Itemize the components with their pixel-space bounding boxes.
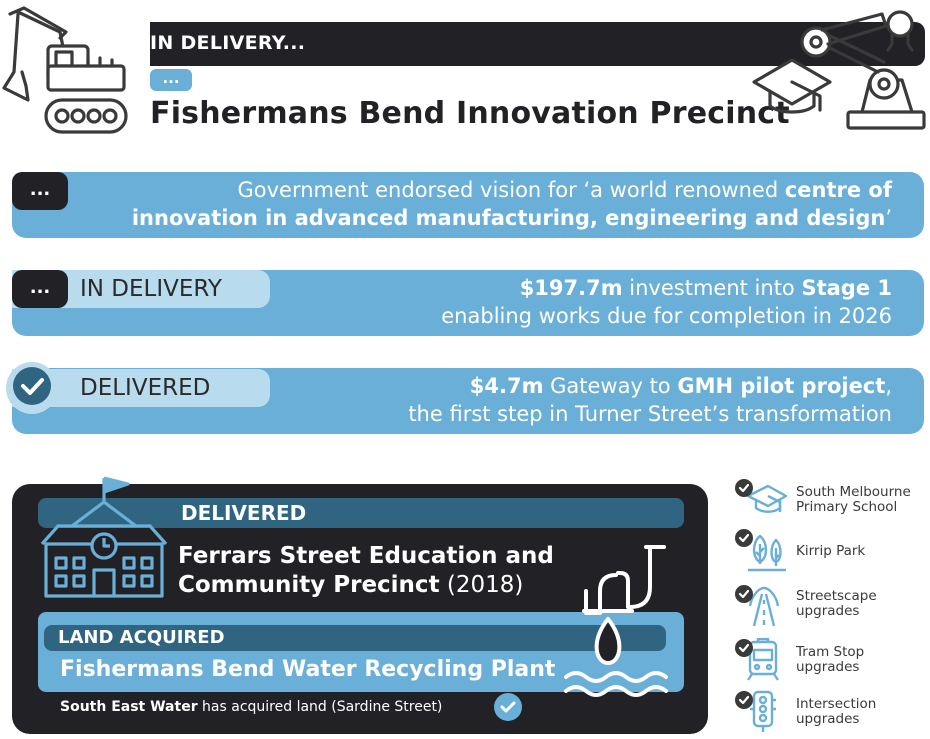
- side-item-line1: South Melbourne: [796, 484, 911, 500]
- side-item-line2: Primary School: [796, 499, 898, 515]
- stage1-line2: enabling works due for completion in 202…: [441, 304, 892, 328]
- side-item-intersection: Intersection upgrades: [734, 690, 930, 734]
- excavator-icon: [0, 2, 135, 134]
- side-item-park: Kirrip Park: [734, 528, 930, 572]
- side-item-line2: upgrades: [796, 603, 860, 619]
- side-item-line1: Kirrip Park: [796, 543, 866, 559]
- gmh-line1-mid: Gateway to: [543, 374, 678, 398]
- ferrars-title-line1: Ferrars Street Education and: [178, 543, 554, 569]
- side-item-line2: upgrades: [796, 659, 860, 675]
- gmh-line2: the first step in Turner Street’s transf…: [408, 402, 892, 426]
- vision-line1-bold: centre of: [784, 178, 892, 202]
- side-item-streetscape: Streetscape upgrades: [734, 584, 930, 628]
- ferrars-title: Ferrars Street Education and Community P…: [178, 542, 554, 600]
- tram-icon: [735, 638, 779, 681]
- vision-line1-text: Government endorsed vision for ‘a world …: [237, 178, 785, 202]
- vision-dots-badge: ...: [12, 172, 68, 210]
- gmh-status-label: DELIVERED: [80, 375, 211, 401]
- vision-text: Government endorsed vision for ‘a world …: [132, 176, 892, 232]
- page-title: Fishermans Bend Innovation Precinct: [150, 96, 790, 131]
- side-item-line1: Intersection: [796, 696, 877, 712]
- water-pipe-icon: [560, 545, 680, 705]
- side-item-line2: upgrades: [796, 711, 860, 727]
- side-item-tram: Tram Stop upgrades: [734, 638, 930, 682]
- stage1-line1-bold: Stage 1: [801, 276, 892, 300]
- header-kicker: IN DELIVERY...: [150, 32, 306, 54]
- vision-line2-bold: innovation in advanced manufacturing, en…: [131, 206, 886, 230]
- stage1-status-label: IN DELIVERY: [80, 276, 222, 302]
- vision-line2-end: ’: [885, 206, 892, 230]
- school-icon: [38, 474, 170, 602]
- trees-icon: [735, 529, 786, 572]
- graduation-cap-icon: [735, 479, 788, 513]
- header-bar: [150, 22, 925, 66]
- stage1-line1-mid: investment into: [622, 276, 802, 300]
- water-plant-title: Fishermans Bend Water Recycling Plant: [60, 657, 556, 682]
- gmh-line1-end: ,: [885, 374, 892, 398]
- ferrars-year: (2018): [439, 572, 524, 598]
- ferrars-title-line2: Community Precinct: [178, 572, 440, 598]
- stage1-text: $197.7m investment into Stage 1 enabling…: [441, 274, 892, 330]
- water-note-bold: South East Water: [60, 699, 198, 715]
- check-circle-icon: [6, 362, 58, 414]
- side-item-school: South Melbourne Primary School: [734, 478, 930, 522]
- water-status-strip: LAND ACQUIRED: [44, 625, 666, 651]
- robot-arm-icon: [752, 4, 930, 132]
- gmh-amount: $4.7m: [469, 374, 544, 398]
- ferrars-status-label: DELIVERED: [181, 501, 307, 525]
- side-item-line1: Streetscape: [796, 588, 877, 604]
- water-status-label: LAND ACQUIRED: [58, 627, 225, 648]
- road-icon: [735, 585, 780, 627]
- header-dots-badge: ...: [150, 69, 192, 91]
- check-circle-icon: [493, 692, 523, 722]
- stage1-dots-badge: ...: [12, 270, 68, 308]
- vision-band: [12, 172, 924, 238]
- stage1-amount: $197.7m: [519, 276, 623, 300]
- ferrars-status-strip: DELIVERED: [38, 498, 684, 528]
- side-item-line1: Tram Stop: [796, 644, 865, 660]
- water-note: South East Water has acquired land (Sard…: [60, 699, 442, 715]
- water-note-rest: has acquired land (Sardine Street): [197, 699, 443, 715]
- gmh-line1-bold: GMH pilot project: [677, 374, 886, 398]
- traffic-light-icon: [735, 690, 776, 732]
- gmh-text: $4.7m Gateway to GMH pilot project, the …: [408, 372, 892, 428]
